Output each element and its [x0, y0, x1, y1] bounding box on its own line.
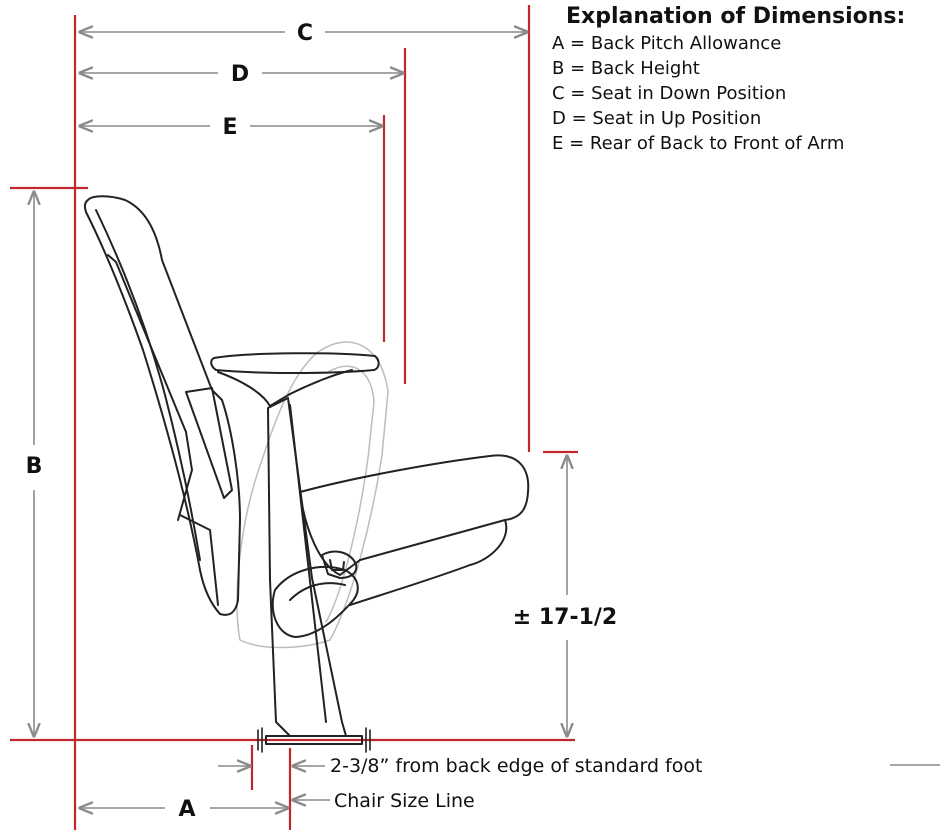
dim-b-label: B	[26, 454, 43, 479]
legend-item-d: D = Seat in Up Position	[552, 108, 762, 129]
armrest-support	[217, 369, 353, 407]
legend-item-a: A = Back Pitch Allowance	[552, 33, 782, 54]
seat-pivot-notch	[329, 559, 345, 571]
seat-height-label: ± 17-1/2	[513, 605, 618, 630]
seat-cushion	[299, 454, 530, 576]
dim-e-label: E	[222, 115, 237, 140]
chair-back-panel	[107, 254, 193, 521]
chair-size-line-label: Chair Size Line	[334, 790, 475, 812]
dim-a-label: A	[178, 797, 195, 822]
armrest-top	[210, 352, 380, 374]
foot-offset-note: 2-3/8” from back edge of standard foot	[330, 755, 702, 777]
seat-up-ghost	[236, 341, 389, 649]
chair-drawing	[83, 195, 530, 753]
chair-back-inner-edge	[95, 209, 201, 561]
reference-lines	[10, 5, 578, 830]
dim-c-label: C	[297, 21, 313, 46]
chair-back	[83, 195, 241, 616]
seat-hinge	[271, 566, 359, 638]
stanchion-inner-edge	[289, 404, 327, 723]
seat-hinge-inner	[289, 582, 346, 601]
legend-item-c: C = Seat in Down Position	[552, 83, 787, 104]
foot	[265, 735, 363, 745]
legend-list: A = Back Pitch Allowance B = Back Height…	[552, 31, 905, 156]
chair-back-trim	[185, 387, 233, 499]
dim-d-label: D	[231, 62, 249, 87]
chair-back-lower-panel	[179, 514, 219, 606]
legend-item-b: B = Back Height	[552, 58, 700, 79]
seat-underside	[349, 519, 508, 606]
dimension-lines	[34, 32, 940, 808]
legend-item-e: E = Rear of Back to Front of Arm	[552, 133, 845, 154]
seat-pivot-bracket	[321, 550, 358, 579]
dimensions-legend: Explanation of Dimensions: A = Back Pitc…	[552, 4, 905, 156]
legend-title: Explanation of Dimensions:	[566, 4, 906, 29]
